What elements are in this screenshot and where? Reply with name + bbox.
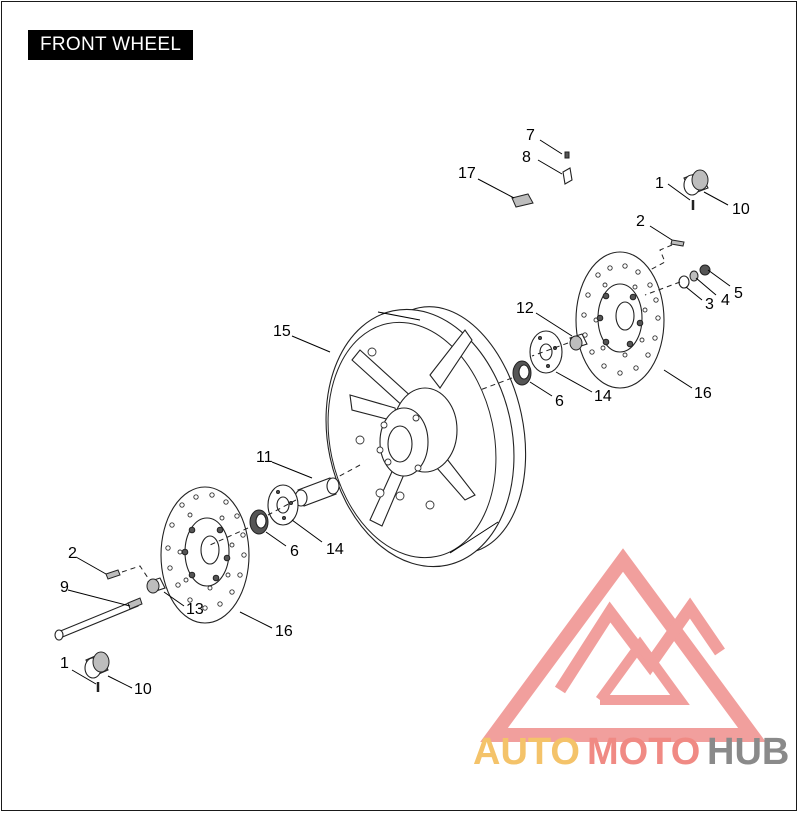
bearing-spacer-left xyxy=(267,484,299,526)
front-axle xyxy=(54,597,143,641)
callout-13: 13 xyxy=(186,601,204,618)
spacer-13 xyxy=(146,577,166,594)
watermark-auto: AUTO xyxy=(473,731,580,773)
callout-17: 17 xyxy=(458,165,476,182)
callout-3: 3 xyxy=(705,296,714,313)
callout-11: 11 xyxy=(256,449,273,466)
watermark-hub: HUB xyxy=(707,731,789,773)
spacer-bottom xyxy=(84,651,110,679)
watermark-text: AUTO MOTO HUB xyxy=(473,731,789,773)
callout-2-left: 2 xyxy=(68,545,77,562)
callout-16-right: 16 xyxy=(694,385,712,402)
callout-6-left: 6 xyxy=(290,543,299,560)
right-brake-rotor xyxy=(575,251,665,389)
leader-lines xyxy=(67,139,731,689)
wheel-rim xyxy=(325,306,527,568)
spacer-12 xyxy=(569,333,588,351)
nut-right xyxy=(699,264,711,276)
assembly-lines xyxy=(121,244,681,579)
valve-cap xyxy=(564,151,570,159)
bearing-left xyxy=(249,509,269,535)
valve-stem xyxy=(562,167,573,185)
watermark-logo xyxy=(480,548,766,742)
page-title: FRONT WHEEL xyxy=(28,30,194,60)
callout-6-right: 6 xyxy=(555,393,564,410)
callout-8: 8 xyxy=(522,149,531,166)
callout-10-top: 10 xyxy=(732,201,750,218)
callout-4: 4 xyxy=(721,292,730,309)
callout-numbers: 1 10 7 8 17 2 5 3 4 12 15 6 14 16 11 6 1… xyxy=(60,127,750,698)
rotor-screw-right xyxy=(670,239,685,247)
callout-1-bottom: 1 xyxy=(60,655,69,672)
bearing-right xyxy=(512,360,532,386)
spacer-top xyxy=(683,169,709,196)
callout-14-right: 14 xyxy=(594,388,612,405)
callout-1-top: 1 xyxy=(655,175,664,192)
callout-5: 5 xyxy=(734,285,743,302)
callout-15: 15 xyxy=(273,323,291,340)
axle-sleeve xyxy=(294,477,340,507)
callout-9: 9 xyxy=(60,579,69,596)
bearing-spacer-right xyxy=(529,330,563,374)
callout-2-right: 2 xyxy=(636,213,645,230)
rotor-screw-left xyxy=(105,569,121,580)
washer-right xyxy=(678,275,690,289)
balance-weight xyxy=(511,193,534,208)
callout-16-left: 16 xyxy=(275,623,293,640)
callout-10-bottom: 10 xyxy=(134,681,152,698)
callout-7: 7 xyxy=(526,127,535,144)
callout-14-left: 14 xyxy=(326,541,344,558)
left-brake-rotor xyxy=(160,486,250,624)
lockwasher-right xyxy=(689,270,699,282)
callout-12: 12 xyxy=(516,300,534,317)
watermark-moto: MOTO xyxy=(587,731,700,773)
